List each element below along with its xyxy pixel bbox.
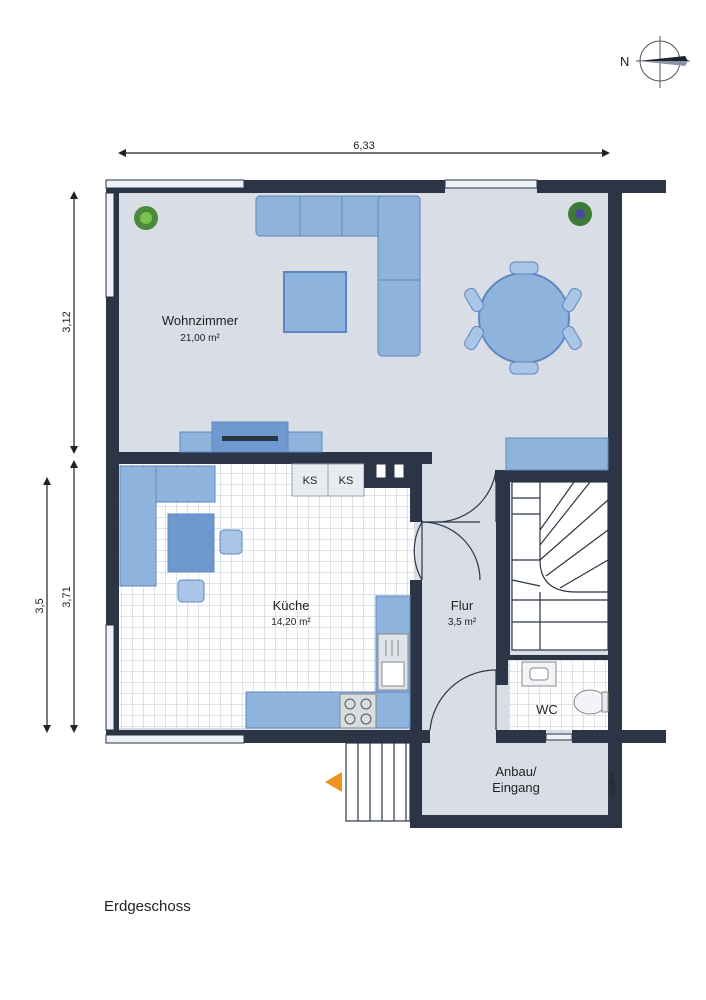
dimension-height-upper-label: 3,12 bbox=[61, 311, 73, 332]
fridge-2-label: KS bbox=[339, 475, 354, 487]
fridge-2: KS bbox=[327, 463, 365, 497]
toilet-icon bbox=[573, 689, 609, 715]
kitchen-counter bbox=[245, 595, 411, 729]
fridge-1-label: KS bbox=[303, 475, 318, 487]
sink-icon bbox=[377, 633, 409, 691]
watermark-logo: onOffice bbox=[610, 772, 617, 798]
room-wohnzimmer: Wohnzimmer 21,00 m² bbox=[162, 313, 239, 344]
bench bbox=[505, 437, 609, 471]
room-kueche-name: Küche bbox=[273, 598, 310, 613]
dimension-height-lower-outer-label: 3,5 bbox=[34, 598, 46, 613]
room-kueche: Küche 14,20 m² bbox=[271, 598, 311, 628]
dimension-width: 6,33 bbox=[118, 140, 610, 157]
stove-icon bbox=[339, 693, 377, 729]
dimension-width-label: 6,33 bbox=[353, 140, 374, 152]
room-flur-area: 3,5 m² bbox=[448, 617, 477, 628]
kitchen-tiles bbox=[119, 464, 414, 728]
entry-arrow-icon bbox=[325, 772, 342, 792]
kitchen-bench bbox=[119, 465, 216, 587]
entrance-steps bbox=[345, 742, 411, 822]
corner-sofa bbox=[255, 195, 421, 357]
anbau-floor bbox=[410, 743, 622, 828]
wall-cabinet bbox=[364, 463, 410, 488]
walls bbox=[106, 180, 666, 828]
kitchen-chair bbox=[219, 529, 243, 555]
room-kueche-area: 14,20 m² bbox=[271, 617, 311, 628]
coffee-table bbox=[283, 271, 347, 333]
room-wohnzimmer-area: 21,00 m² bbox=[180, 333, 220, 344]
room-wohnzimmer-name: Wohnzimmer bbox=[162, 313, 239, 328]
staircase bbox=[511, 481, 609, 651]
dimension-height-lower-inner: 3,71 bbox=[61, 460, 78, 733]
dimension-height-lower-inner-label: 3,71 bbox=[61, 586, 73, 607]
room-anbau: Anbau/ Eingang bbox=[492, 764, 540, 795]
plant-icon bbox=[134, 206, 158, 230]
wc-sink-icon bbox=[521, 661, 557, 687]
compass-icon: N bbox=[620, 36, 690, 88]
room-flur-name: Flur bbox=[451, 598, 474, 613]
room-anbau-line2: Eingang bbox=[492, 780, 540, 795]
doors bbox=[413, 469, 497, 731]
dimension-height-upper: 3,12 bbox=[61, 191, 78, 454]
room-wc-name: WC bbox=[536, 702, 558, 717]
tv-sideboard bbox=[179, 421, 323, 453]
fridge-1: KS bbox=[291, 463, 329, 497]
kitchen-chair-2 bbox=[177, 579, 205, 603]
dimension-height-lower-outer: 3,5 bbox=[34, 477, 51, 733]
kitchen-table bbox=[167, 513, 215, 573]
compass-north-label: N bbox=[620, 54, 629, 69]
dining-table bbox=[464, 261, 582, 375]
room-flur: Flur 3,5 m² bbox=[448, 598, 477, 628]
plant-icon-2 bbox=[568, 202, 592, 226]
floor-label: Erdgeschoss bbox=[104, 898, 191, 915]
windows bbox=[105, 179, 573, 744]
room-anbau-line1: Anbau/ bbox=[495, 764, 537, 779]
